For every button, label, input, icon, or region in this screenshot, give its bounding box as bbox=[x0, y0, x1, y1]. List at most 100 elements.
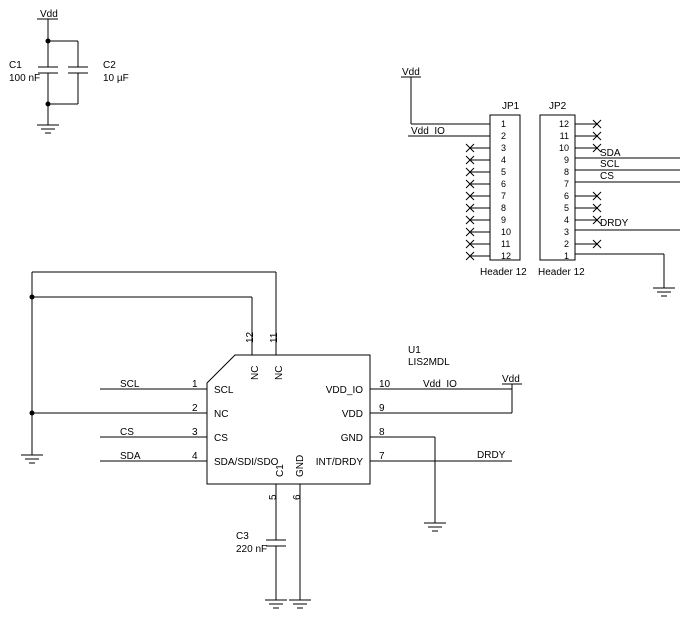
jp2-pin-number: 4 bbox=[564, 215, 569, 225]
u1-pin8-num: 8 bbox=[379, 427, 385, 438]
no-connect-icon bbox=[465, 191, 475, 201]
u1-pin4-name: SDA/SDI/SDO bbox=[214, 457, 279, 468]
jp2-pin-number: 10 bbox=[559, 143, 569, 153]
u1-pin7-name: INT/DRDY bbox=[316, 457, 364, 468]
u1-pin6-name: GND bbox=[295, 455, 306, 477]
ground-icon bbox=[265, 599, 287, 609]
jp2-pin-number: 11 bbox=[560, 131, 569, 141]
u1-ref: U1 bbox=[408, 345, 421, 356]
jp2-pin-number: 7 bbox=[564, 179, 569, 189]
no-connect-icon bbox=[465, 215, 475, 225]
no-connect-icon bbox=[465, 203, 475, 213]
u1-pin1-num: 1 bbox=[192, 379, 198, 390]
jp1-pin-number: 6 bbox=[501, 179, 506, 189]
u1-pin5-num: 5 bbox=[268, 494, 279, 500]
u1-body bbox=[206, 354, 371, 485]
c3-capacitor: C3 220 nF bbox=[236, 531, 287, 609]
jp2-pin-number: 3 bbox=[564, 227, 569, 237]
u1-pin12-name: NC bbox=[250, 366, 261, 380]
no-connect-icon bbox=[592, 203, 602, 213]
no-connect-icon bbox=[465, 227, 475, 237]
u1-pin8-name: GND bbox=[341, 433, 363, 444]
jp1-pin-number: 8 bbox=[501, 203, 506, 213]
ground-icon bbox=[37, 124, 59, 134]
no-connect-icon bbox=[465, 143, 475, 153]
ground-icon bbox=[21, 454, 43, 464]
ground-icon bbox=[289, 599, 311, 609]
jp2-scl-label: SCL bbox=[600, 159, 620, 170]
jp2-pin-number: 9 bbox=[564, 155, 569, 165]
u1-drdy-net: DRDY bbox=[477, 450, 506, 461]
jp2-ref: JP2 bbox=[549, 101, 567, 112]
u1-pin10-num: 10 bbox=[379, 379, 391, 390]
jp2-label: Header 12 bbox=[538, 267, 585, 278]
jp2-pin-number: 1 bbox=[564, 251, 569, 261]
u1-pin1-name: SCL bbox=[214, 385, 234, 396]
jp2-pin-number: 5 bbox=[564, 203, 569, 213]
u1-scl-net: SCL bbox=[120, 379, 140, 390]
jp1-pin-number: 10 bbox=[501, 227, 511, 237]
no-connect-icon bbox=[592, 119, 602, 129]
jp2-no-connects bbox=[575, 119, 602, 249]
junction-dot bbox=[45, 101, 51, 107]
jp1-pin-number: 12 bbox=[501, 251, 511, 261]
u1-part: LIS2MDL bbox=[408, 357, 450, 368]
jp2-pin-number: 12 bbox=[559, 119, 569, 129]
u1-pin6-num: 6 bbox=[292, 494, 303, 500]
u1-pin12-num: 12 bbox=[245, 331, 256, 343]
power-decoupling-block: Vdd C1 100 nF C2 10 µF bbox=[9, 9, 129, 134]
jp2-cs-label: CS bbox=[600, 171, 614, 182]
ground-icon bbox=[424, 522, 446, 532]
c2-ref: C2 bbox=[103, 60, 116, 71]
jp2-pin-number: 6 bbox=[564, 191, 569, 201]
ground-icon bbox=[653, 287, 675, 297]
u1-vddio-net: Vdd_IO bbox=[423, 379, 457, 390]
jp1-pin-number: 7 bbox=[501, 191, 506, 201]
u1-pin5-name: C1 bbox=[275, 464, 286, 477]
u1-cs-net: CS bbox=[120, 427, 134, 438]
no-connect-icon bbox=[465, 167, 475, 177]
jp2-pin-numbers: 12 11 10 9 8 7 6 5 4 3 2 1 bbox=[559, 119, 569, 261]
u1-pin2-name: NC bbox=[214, 409, 228, 420]
jp1-pin-number: 11 bbox=[501, 239, 510, 249]
jp2-pin-number: 8 bbox=[564, 167, 569, 177]
jp1-body bbox=[489, 114, 521, 261]
jp1-pin-number: 5 bbox=[501, 167, 506, 177]
no-connect-icon bbox=[592, 143, 602, 153]
jp1-pin-number: 9 bbox=[501, 215, 506, 225]
jp1-ref: JP1 bbox=[502, 101, 520, 112]
c3-value: 220 nF bbox=[236, 544, 267, 555]
u1-pin7-num: 7 bbox=[379, 451, 385, 462]
u1-pin3-num: 3 bbox=[192, 427, 198, 438]
u1-pin2-num: 2 bbox=[192, 403, 198, 414]
jp1-label: Header 12 bbox=[480, 267, 527, 278]
c3-ref: C3 bbox=[236, 531, 249, 542]
u1-pin4-num: 4 bbox=[192, 451, 198, 462]
junction-dot bbox=[29, 294, 35, 300]
no-connect-icon bbox=[465, 239, 475, 249]
u1-vdd-label: Vdd bbox=[502, 374, 520, 385]
jp2-drdy-label: DRDY bbox=[600, 218, 629, 229]
jp2-pin-number: 2 bbox=[564, 239, 569, 249]
jp2-sda-label: SDA bbox=[600, 148, 621, 159]
no-connect-icon bbox=[592, 215, 602, 225]
no-connect-icon bbox=[465, 155, 475, 165]
vddio-label-jp1: Vdd_IO bbox=[411, 126, 445, 137]
jp1-no-connects bbox=[465, 143, 490, 261]
no-connect-icon bbox=[465, 179, 475, 189]
jp1-pin-number: 1 bbox=[501, 119, 506, 129]
jp1-pin-number: 2 bbox=[501, 131, 506, 141]
u1-pin11-name: NC bbox=[274, 366, 285, 380]
no-connect-icon bbox=[465, 251, 475, 261]
no-connect-icon bbox=[592, 191, 602, 201]
u1-sda-net: SDA bbox=[120, 451, 141, 462]
jp2-header: JP2 Header 12 12 11 10 9 8 7 6 5 4 3 2 1 SDA SCL CS… bbox=[538, 101, 680, 297]
u1-pin10-name: VDD_IO bbox=[326, 385, 363, 396]
u1-pin9-name: VDD bbox=[342, 409, 363, 420]
vdd-label-power: Vdd bbox=[40, 9, 58, 20]
no-connect-icon bbox=[592, 131, 602, 141]
jp1-pin-number: 4 bbox=[501, 155, 506, 165]
